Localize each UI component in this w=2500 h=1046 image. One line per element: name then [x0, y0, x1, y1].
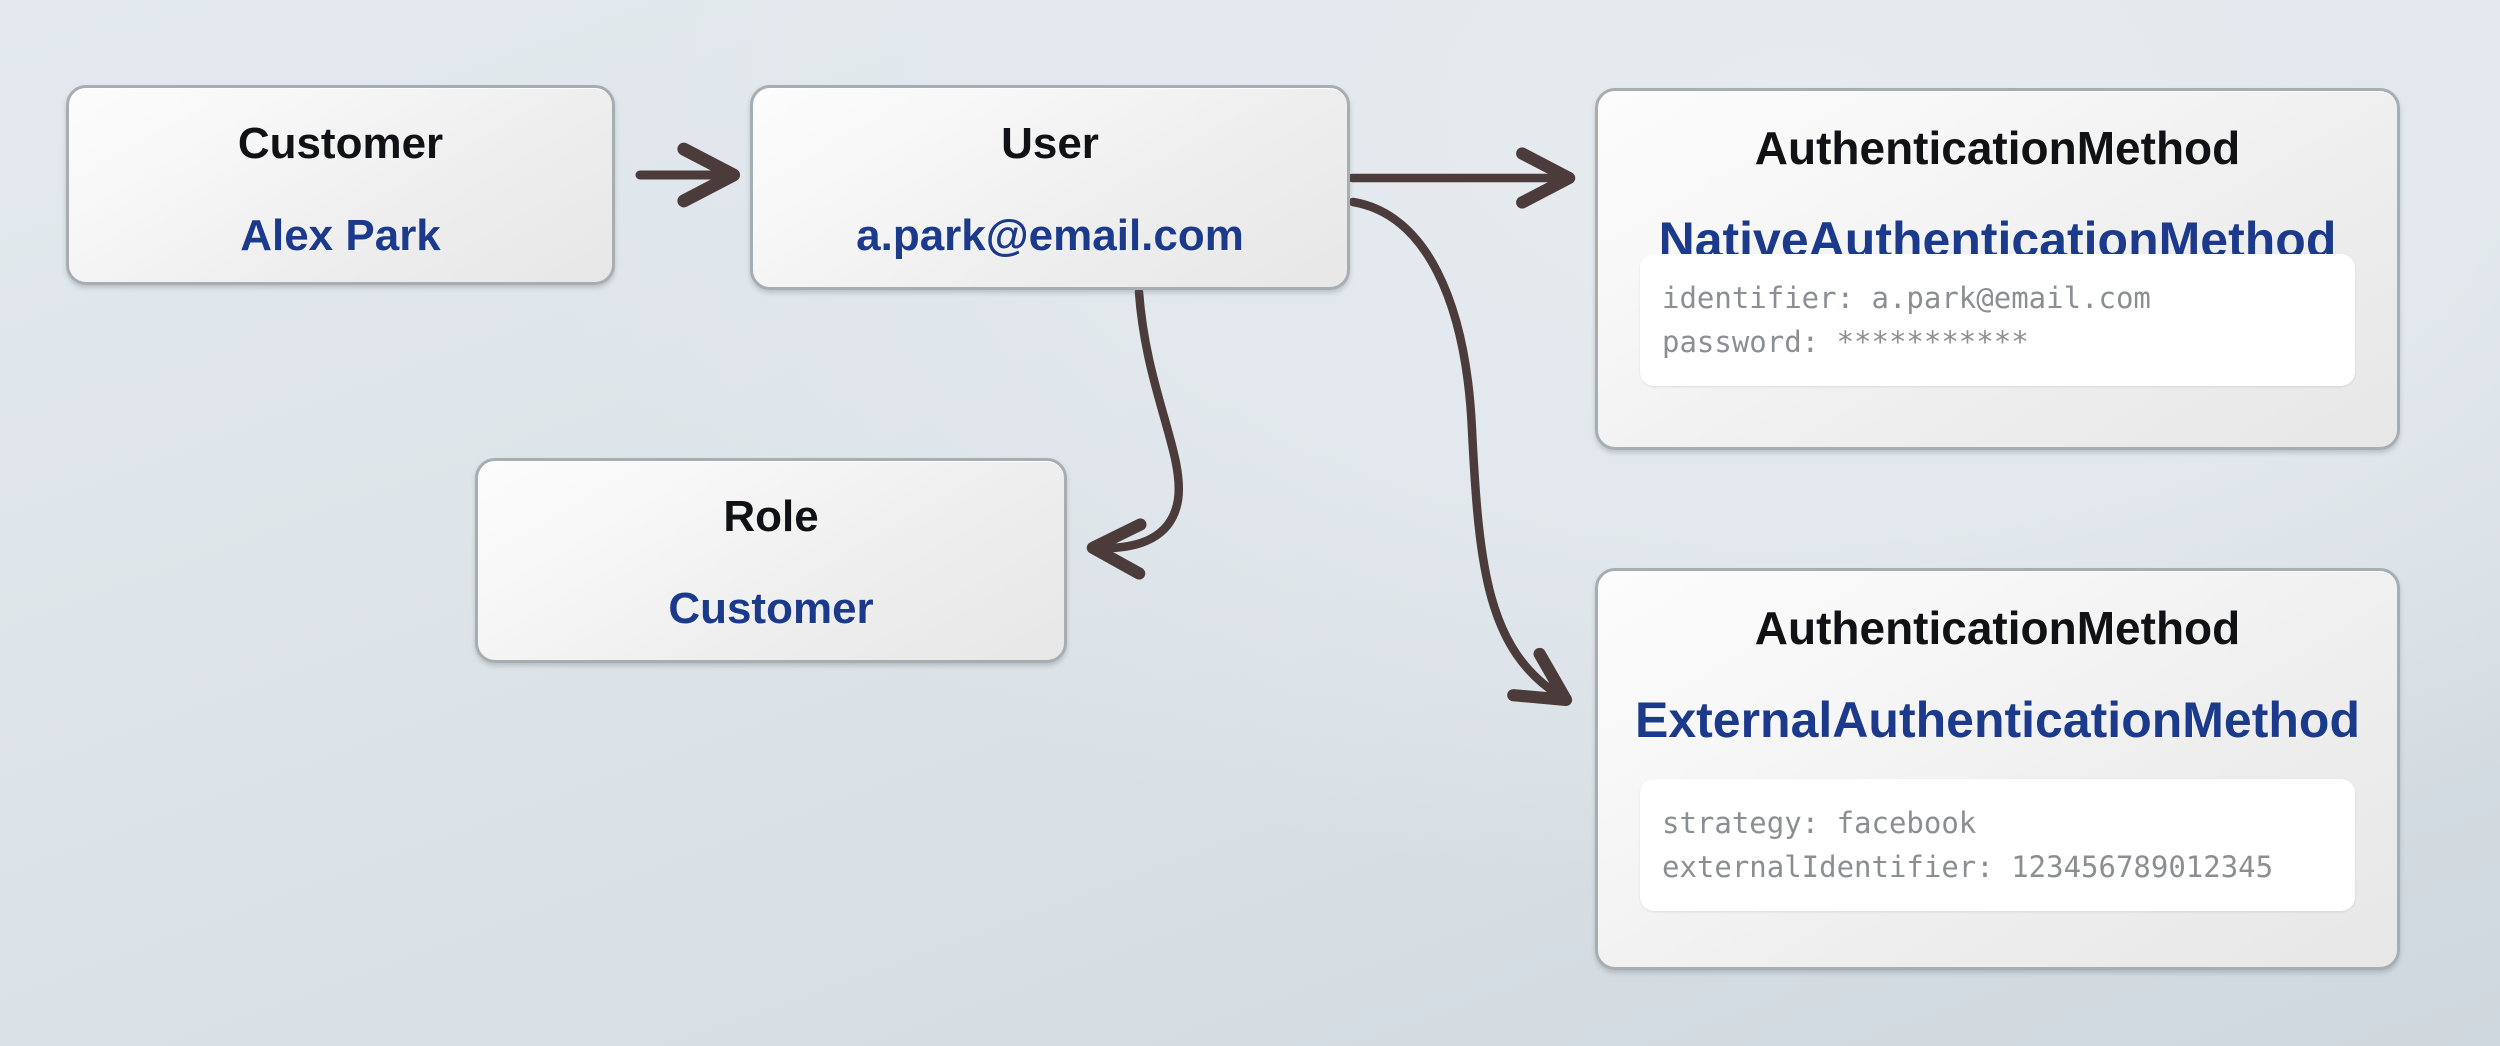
- attribute-strategy: strategy: facebook: [1662, 806, 1977, 840]
- external-auth-attribute-panel: strategy: facebook externalIdentifier: 1…: [1640, 779, 2355, 912]
- user-entity-value: a.park@email.com: [856, 211, 1244, 260]
- customer-entity-type: Customer: [237, 119, 444, 168]
- attribute-password: password: ***********: [1662, 325, 2029, 360]
- native-auth-entity-type: AuthenticationMethod: [1754, 122, 2241, 174]
- role-entity-value: Customer: [668, 584, 874, 633]
- entity-card-external-authentication-method[interactable]: AuthenticationMethod ExternalAuthenticat…: [1595, 568, 2400, 970]
- attribute-identifier: identifier: a.park@email.com: [1662, 281, 2151, 315]
- role-entity-type: Role: [723, 492, 819, 541]
- attribute-external-identifier: externalIdentifier: 123456789012345: [1662, 850, 2274, 885]
- native-auth-attribute-panel: identifier: a.park@email.com password: *…: [1640, 254, 2355, 387]
- entity-card-customer[interactable]: Customer Alex Park: [66, 85, 615, 285]
- external-auth-entity-type: AuthenticationMethod: [1754, 602, 2241, 654]
- entity-card-native-authentication-method[interactable]: AuthenticationMethod NativeAuthenticatio…: [1595, 88, 2400, 450]
- user-entity-type: User: [1001, 119, 1099, 168]
- entity-card-user[interactable]: User a.park@email.com: [750, 85, 1350, 290]
- edge-user-to-external-auth: [1348, 197, 1573, 706]
- customer-entity-value: Alex Park: [240, 211, 441, 260]
- entity-card-role[interactable]: Role Customer: [475, 458, 1067, 663]
- external-auth-entity-value: ExternalAuthenticationMethod: [1634, 692, 2361, 748]
- edge-user-to-role: [1086, 287, 1184, 580]
